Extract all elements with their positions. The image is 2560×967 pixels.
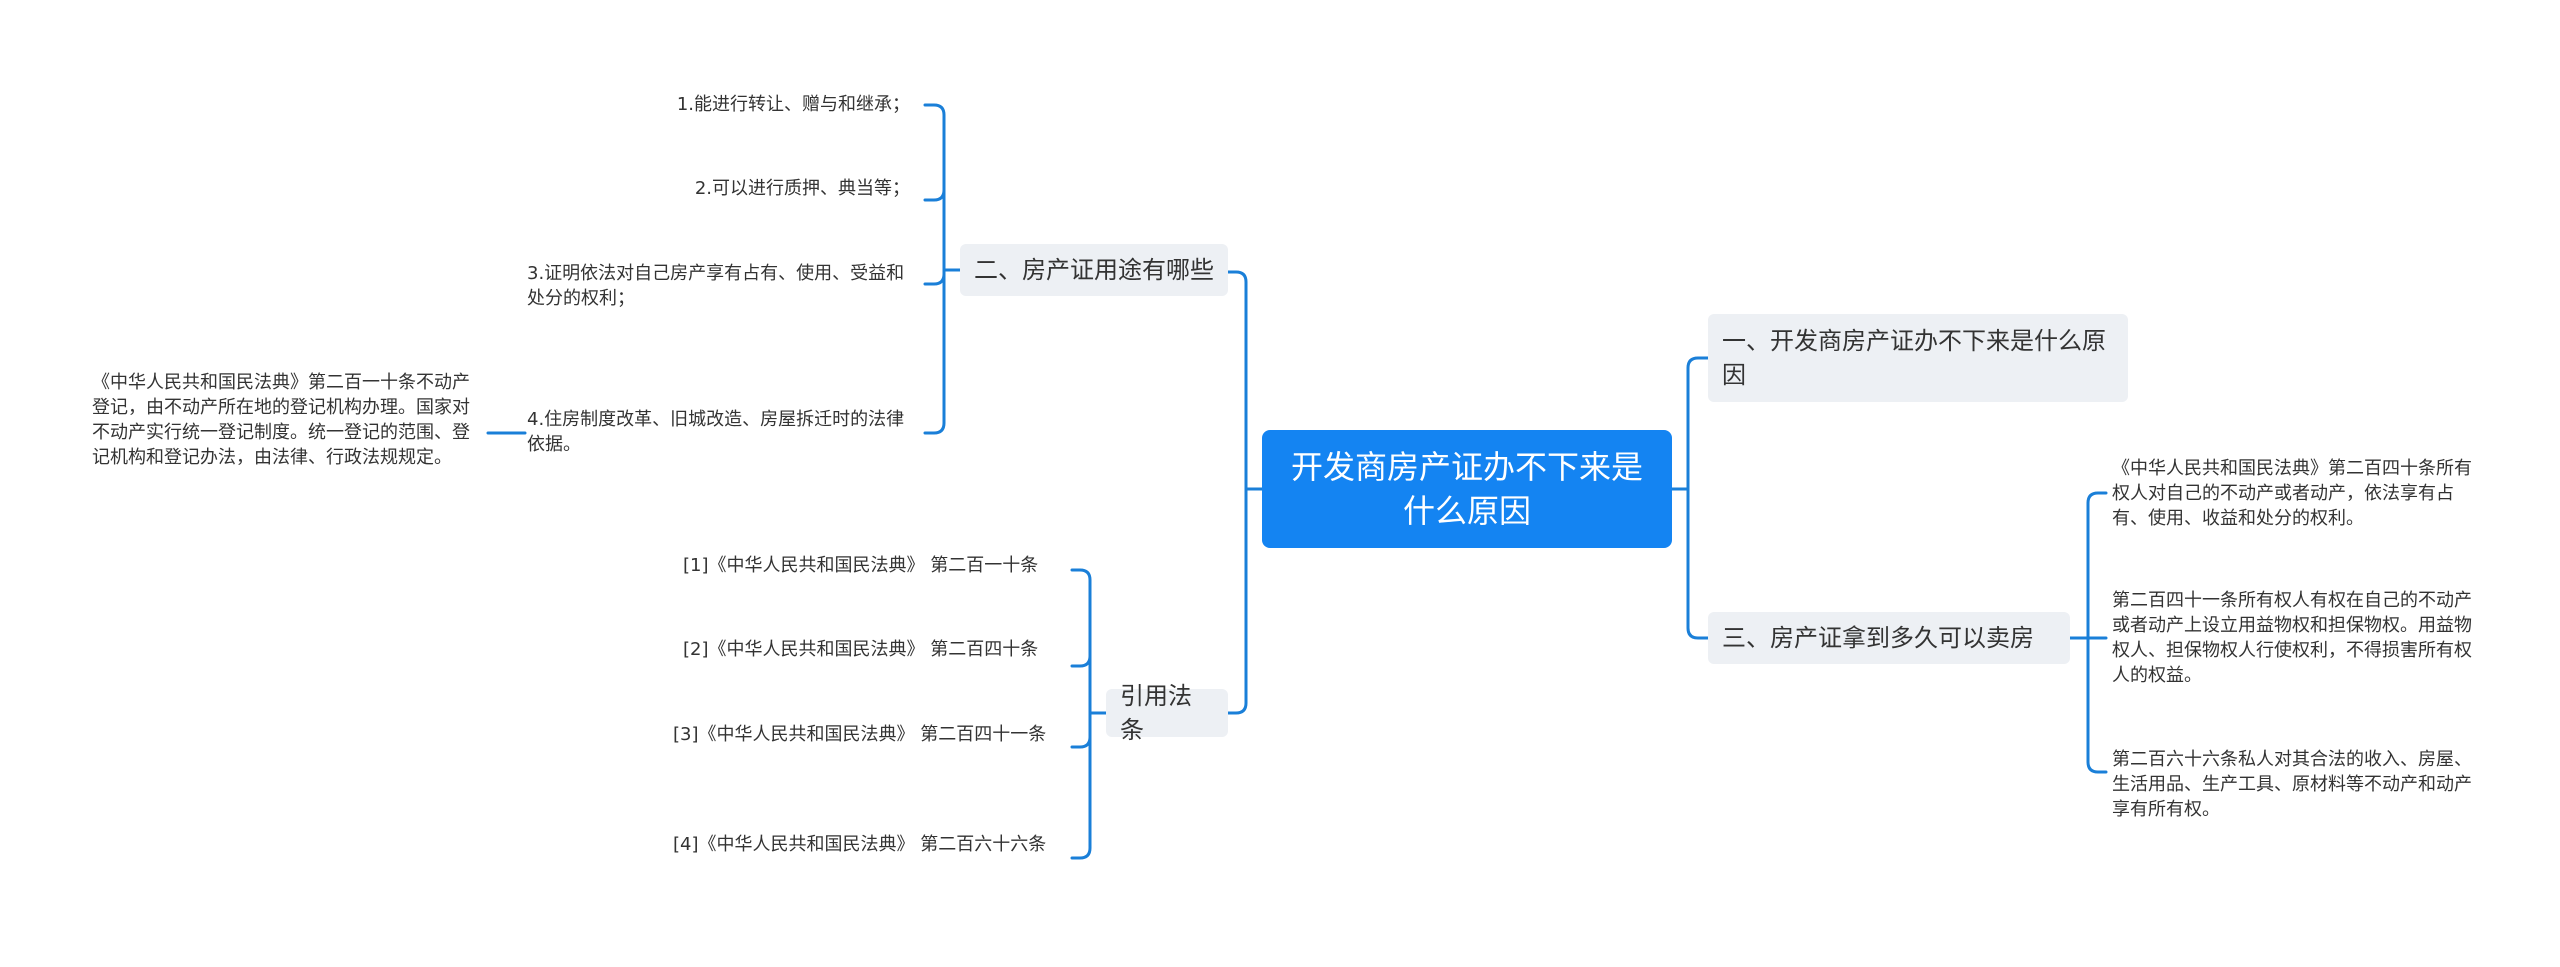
branch-node-uses[interactable]: 二、房产证用途有哪些 (960, 244, 1228, 296)
leaf-item[interactable]: 1.能进行转让、赠与和继承； (676, 94, 910, 115)
leaf-item[interactable]: 第二百四十一条所有权人有权在自己的不动产或者动产上设立用益物权和担保物权。用益物… (2112, 590, 2472, 686)
leaf-item[interactable]: 2.可以进行质押、典当等； (694, 178, 910, 199)
branch-label: 一、开发商房产证办不下来是什么原因 (1722, 327, 2106, 389)
citation-item[interactable]: [2]《中华人民共和国民法典》 第二百四十条 (683, 639, 1039, 660)
leaf-item[interactable]: 《中华人民共和国民法典》第二百四十条所有权人对自己的不动产或者动产，依法享有占有… (2112, 458, 2472, 529)
root-topic[interactable]: 开发商房产证办不下来是什么原因 (1262, 430, 1672, 548)
connector-b4-items (1070, 568, 1108, 860)
connector-root-right (1670, 356, 1710, 640)
connector-root-left (1226, 270, 1264, 715)
citation-item[interactable]: [4]《中华人民共和国民法典》 第二百六十六条 (673, 834, 1047, 855)
branch-node-sell-time[interactable]: 三、房产证拿到多久可以卖房 (1708, 612, 2070, 664)
branch-label: 三、房产证拿到多久可以卖房 (1722, 624, 2034, 652)
connector-b2-items (923, 103, 962, 435)
branch-label: 引用法条 (1120, 682, 1192, 744)
leaf-sub-note[interactable]: 《中华人民共和国民法典》第二百一十条不动产登记，由不动产所在地的登记机构办理。国… (92, 372, 470, 468)
leaf-item[interactable]: 第二百六十六条私人对其合法的收入、房屋、生活用品、生产工具、原材料等不动产和动产… (2112, 749, 2472, 820)
root-topic-label: 开发商房产证办不下来是什么原因 (1290, 448, 1643, 530)
citation-item[interactable]: [3]《中华人民共和国民法典》 第二百四十一条 (673, 724, 1047, 745)
leaf-item[interactable]: 3.证明依法对自己房产享有占有、使用、受益和处分的权利； (527, 263, 905, 309)
branch-label: 二、房产证用途有哪些 (974, 256, 1214, 284)
branch-node-citations[interactable]: 引用法条 (1106, 682, 1228, 744)
citation-item[interactable]: [1]《中华人民共和国民法典》 第二百一十条 (683, 555, 1039, 576)
leaf-item[interactable]: 4.住房制度改革、旧城改造、房屋拆迁时的法律依据。 (527, 409, 905, 455)
branch-node-reasons[interactable]: 一、开发商房产证办不下来是什么原因 (1708, 314, 2128, 402)
connector-b3-items (2068, 491, 2108, 774)
